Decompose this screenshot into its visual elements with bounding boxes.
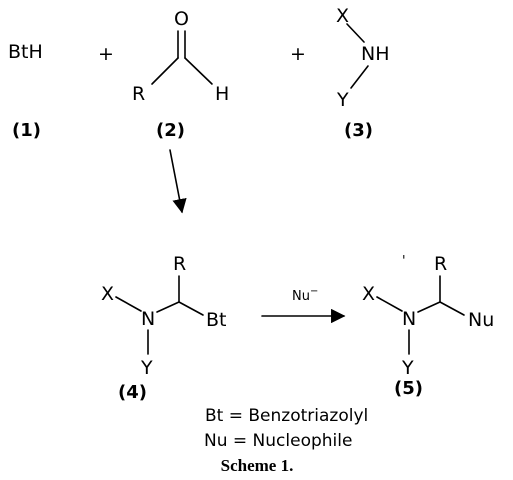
compound-number-3: (3) [344,120,373,141]
product-5: ' R X N Nu Y (5) [362,253,494,399]
adduct-nitrogen: N [141,308,155,330]
adduct-4: R X N Bt Y (4) [101,253,226,403]
plus-sign-2: + [290,43,306,65]
definition-bt: Bt = Benzotriazolyl [205,406,368,426]
amine-x-bond [346,23,365,43]
scheme-caption: Scheme 1. [221,456,294,475]
compound-number-4: (4) [118,382,147,403]
compound-number-2: (2) [156,120,185,141]
product-cnu-bond [439,301,465,316]
adduct-r-group: R [173,253,186,275]
aldehyde-r-bond [151,57,179,85]
adduct-x-group: X [101,283,114,305]
aldehyde-r-group: R [132,83,145,105]
amine-nh: NH [361,43,390,65]
adduct-nc-bond [156,301,180,313]
aldehyde-hydrogen: H [215,83,229,105]
product-nitrogen: N [402,308,416,330]
amine-y-group: Y [336,89,349,111]
nucleophile-reagent: Nu− [261,286,346,324]
reactant-bth: BtH (1) [8,41,43,141]
reagent-nu: Nu− [292,286,318,304]
product-r-group: R [434,253,447,275]
adduct-bt-group: Bt [206,309,226,331]
bth-formula: BtH [8,41,43,63]
product-nc-bond [417,301,441,313]
amine-y-bond [350,65,369,89]
adduct-cbt-bond [178,301,204,316]
reactant-aldehyde: O R H (2) [132,8,229,141]
adduct-y-group: Y [140,357,153,379]
aldehyde-h-bond [184,57,213,85]
product-y-group: Y [401,357,414,379]
compound-number-5: (5) [394,378,423,399]
reactant-amine: X NH Y (3) [336,5,390,141]
definition-nu: Nu = Nucleophile [204,431,352,451]
product-stray-mark: ' [402,254,406,269]
aldehyde-oxygen: O [174,8,189,30]
product-nu-group: Nu [468,309,494,331]
product-x-group: X [362,283,375,305]
product-x-bond [376,296,403,312]
compound-number-1: (1) [12,120,41,141]
reaction-arrow-down [169,149,187,214]
amine-x-group: X [336,5,349,27]
adduct-x-bond [115,296,142,312]
plus-sign-1: + [98,43,114,65]
